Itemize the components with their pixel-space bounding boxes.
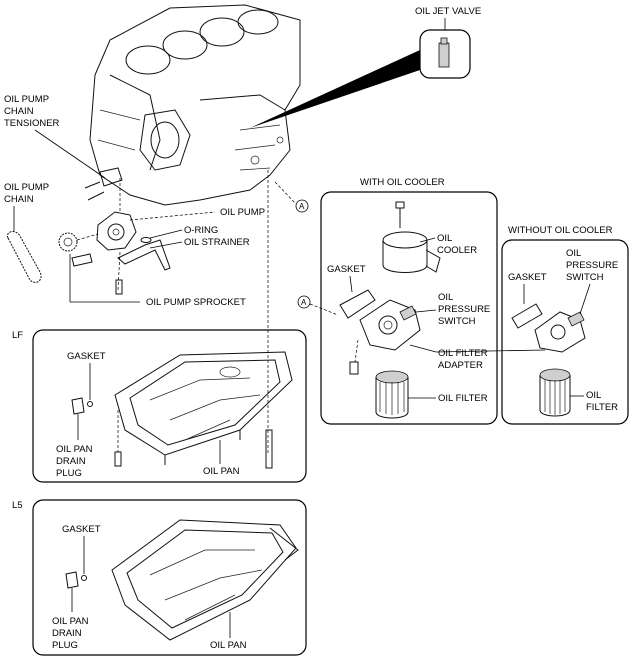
l5-gasket-label: GASKET xyxy=(62,524,101,535)
chain-label-1: OIL PUMP xyxy=(4,182,49,193)
woc-pressure-label-2: PRESSURE xyxy=(566,260,618,271)
without-oil-cooler-title: WITHOUT OIL COOLER xyxy=(508,225,613,236)
wc-pressure-label-1: OIL xyxy=(438,292,453,303)
woc-pressure-label-1: OIL xyxy=(566,248,581,259)
lf-drain-label-2: DRAIN xyxy=(56,456,86,467)
ref-a-line xyxy=(274,181,297,205)
l5-tag: L5 xyxy=(12,500,23,511)
l5-drain-label-1: OIL PAN xyxy=(52,616,89,627)
o-ring-label: O-RING xyxy=(184,225,218,236)
with-oil-cooler-title: WITH OIL COOLER xyxy=(360,177,445,188)
wc-pressure-label-3: SWITCH xyxy=(438,316,476,327)
oil-cooler-label-1: OIL xyxy=(437,233,452,244)
oil-pump-sprocket: OIL PUMP SPROCKET xyxy=(58,232,246,308)
woc-filter-label-1: OIL xyxy=(586,390,601,401)
lf-tag: LF xyxy=(12,330,23,341)
wc-filter-label: OIL FILTER xyxy=(438,393,488,404)
lf-gasket-label: GASKET xyxy=(67,351,106,362)
wc-adapter-label-2: ADAPTER xyxy=(438,360,483,371)
woc-gasket-label: GASKET xyxy=(508,272,547,283)
oil-jet-valve-label: OIL JET VALVE xyxy=(415,6,481,17)
wc-gasket-label: GASKET xyxy=(327,264,366,275)
ref-a-marker-1 xyxy=(295,199,309,213)
l5-drain-label-2: DRAIN xyxy=(52,628,82,639)
lf-oil-pan-panel: LF GASKET OIL PAN DRAIN PLUG OIL PAN xyxy=(12,329,307,483)
l5-pan-label: OIL PAN xyxy=(210,640,247,651)
oil-strainer: O-RING OIL STRAINER xyxy=(115,225,250,295)
oil-pump-chain-tensioner: OIL PUMP CHAIN TENSIONER xyxy=(4,94,123,201)
l5-oil-pan-panel: L5 GASKET OIL PAN DRAIN PLUG OIL PAN xyxy=(12,499,307,656)
tensioner-label-1: OIL PUMP xyxy=(4,94,49,105)
oil-pump: OIL PUMP xyxy=(96,178,265,251)
oil-jet-valve: OIL JET VALVE xyxy=(250,6,481,128)
without-oil-cooler-panel: WITHOUT OIL COOLER GASKET OIL PRESSURE S… xyxy=(435,225,629,425)
with-oil-cooler-panel: WITH OIL COOLER OIL COOLER GASKET A OIL … xyxy=(297,177,498,425)
oil-cooler-label-2: COOLER xyxy=(437,245,477,256)
tensioner-label-3: TENSIONER xyxy=(4,118,60,129)
woc-pressure-label-3: SWITCH xyxy=(566,272,604,283)
chain-label-2: CHAIN xyxy=(4,194,34,205)
lf-pan-label: OIL PAN xyxy=(203,466,240,477)
oil-pump-chain: OIL PUMP CHAIN xyxy=(4,182,49,283)
wc-pressure-label-2: PRESSURE xyxy=(438,304,490,315)
woc-filter-label-2: FILTER xyxy=(586,402,618,413)
ref-a-text-2: A xyxy=(301,298,307,307)
wc-adapter-label-1: OIL FILTER xyxy=(438,348,488,359)
engine-block xyxy=(89,4,301,206)
ref-a-text-1: A xyxy=(299,202,305,211)
l5-drain-label-3: PLUG xyxy=(52,640,78,651)
oil-strainer-label: OIL STRAINER xyxy=(184,237,250,248)
oil-pump-label: OIL PUMP xyxy=(220,207,265,218)
lf-drain-label-3: PLUG xyxy=(56,468,82,479)
lf-drain-label-1: OIL PAN xyxy=(56,444,93,455)
ref-a-marker-2 xyxy=(297,295,311,309)
tensioner-label-2: CHAIN xyxy=(4,106,34,117)
sprocket-label: OIL PUMP SPROCKET xyxy=(146,297,246,308)
